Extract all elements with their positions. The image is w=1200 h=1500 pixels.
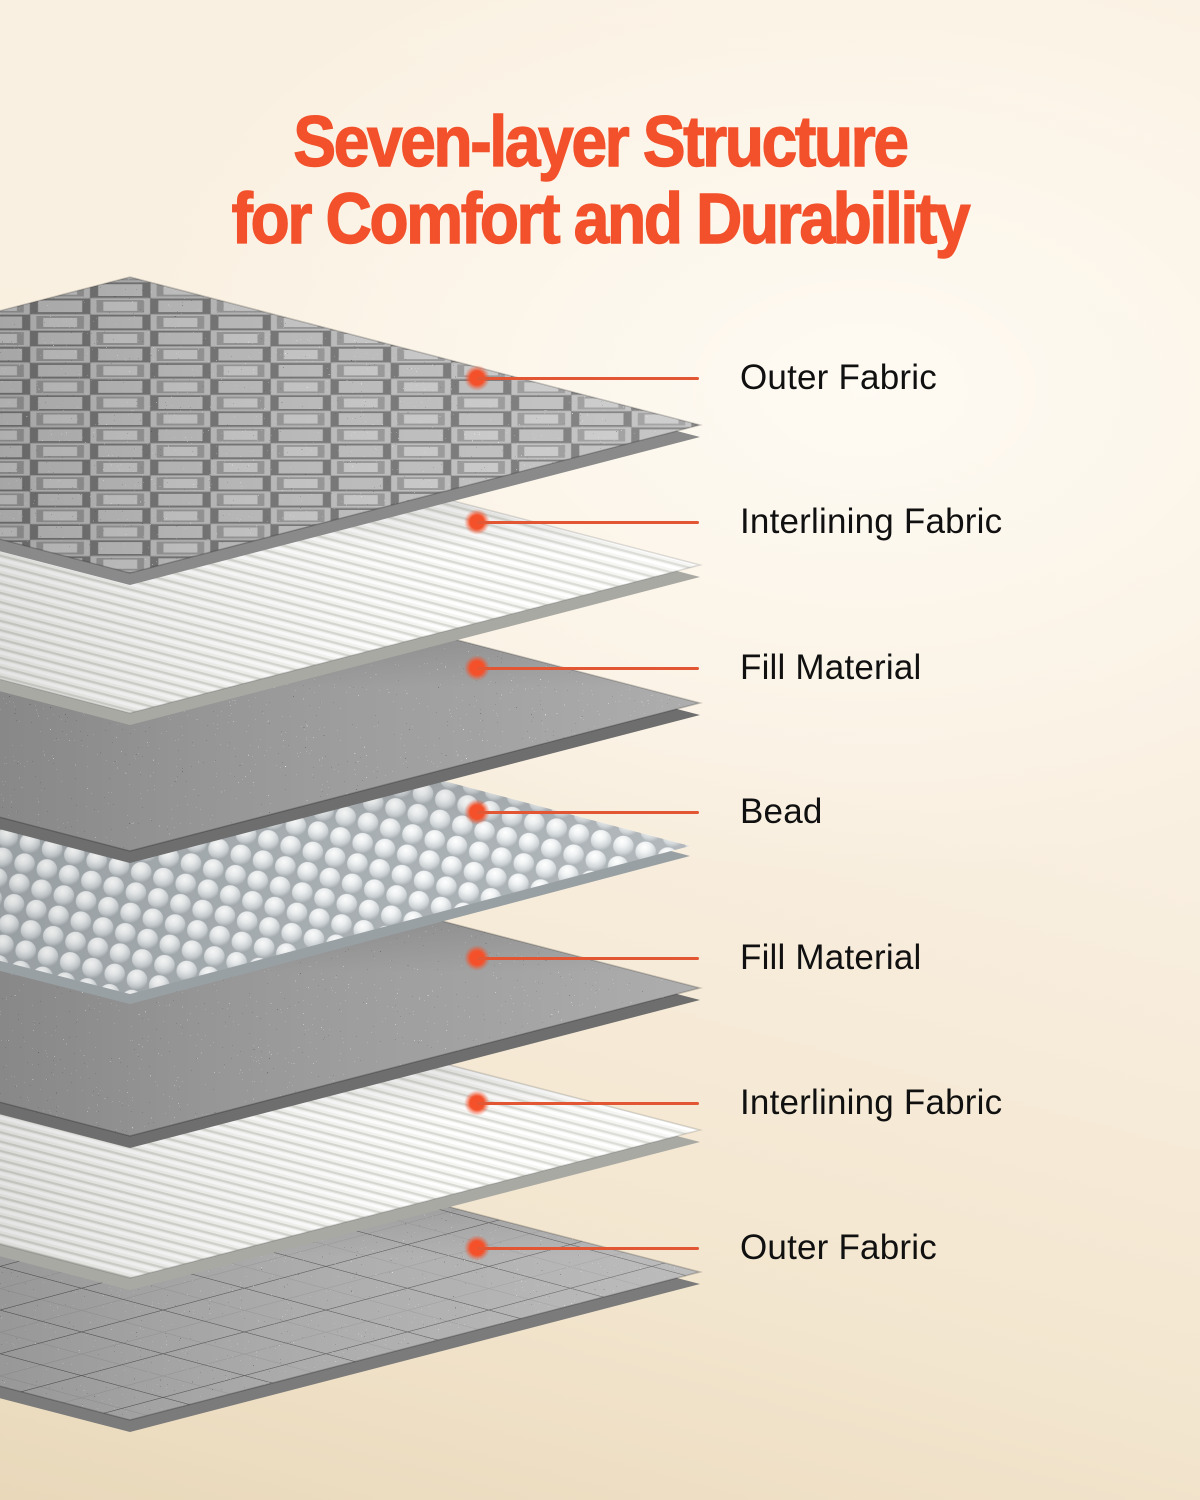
layer-label: Outer Fabric — [740, 358, 937, 397]
callout-line — [477, 376, 699, 380]
callout-layer-3: Fill Material — [464, 646, 922, 690]
layer-label: Interlining Fabric — [740, 1083, 1003, 1122]
callout-line — [477, 956, 699, 960]
layer-label: Interlining Fabric — [740, 502, 1003, 541]
layer-label: Fill Material — [740, 938, 922, 977]
layer-label: Outer Fabric — [740, 1228, 937, 1267]
page-title: Seven-layer Structure for Comfort and Du… — [60, 102, 1140, 259]
layer-label: Bead — [740, 792, 823, 831]
callout-line — [477, 810, 699, 814]
callout-layer-4: Bead — [464, 790, 823, 834]
page-title-line2: for Comfort and Durability — [231, 179, 971, 259]
callout-layer-5: Fill Material — [464, 936, 922, 980]
callout-line — [477, 1101, 699, 1105]
page-title-line1: Seven-layer Structure — [293, 102, 910, 182]
layer-label: Fill Material — [740, 648, 922, 687]
callout-layer-6: Interlining Fabric — [464, 1081, 1002, 1125]
callout-line — [477, 666, 699, 670]
callout-layer-7: Outer Fabric — [464, 1226, 937, 1270]
callout-line — [477, 1246, 699, 1250]
callout-layer-2: Interlining Fabric — [464, 500, 1002, 544]
callout-layer-1: Outer Fabric — [464, 356, 937, 400]
callout-line — [477, 520, 699, 524]
